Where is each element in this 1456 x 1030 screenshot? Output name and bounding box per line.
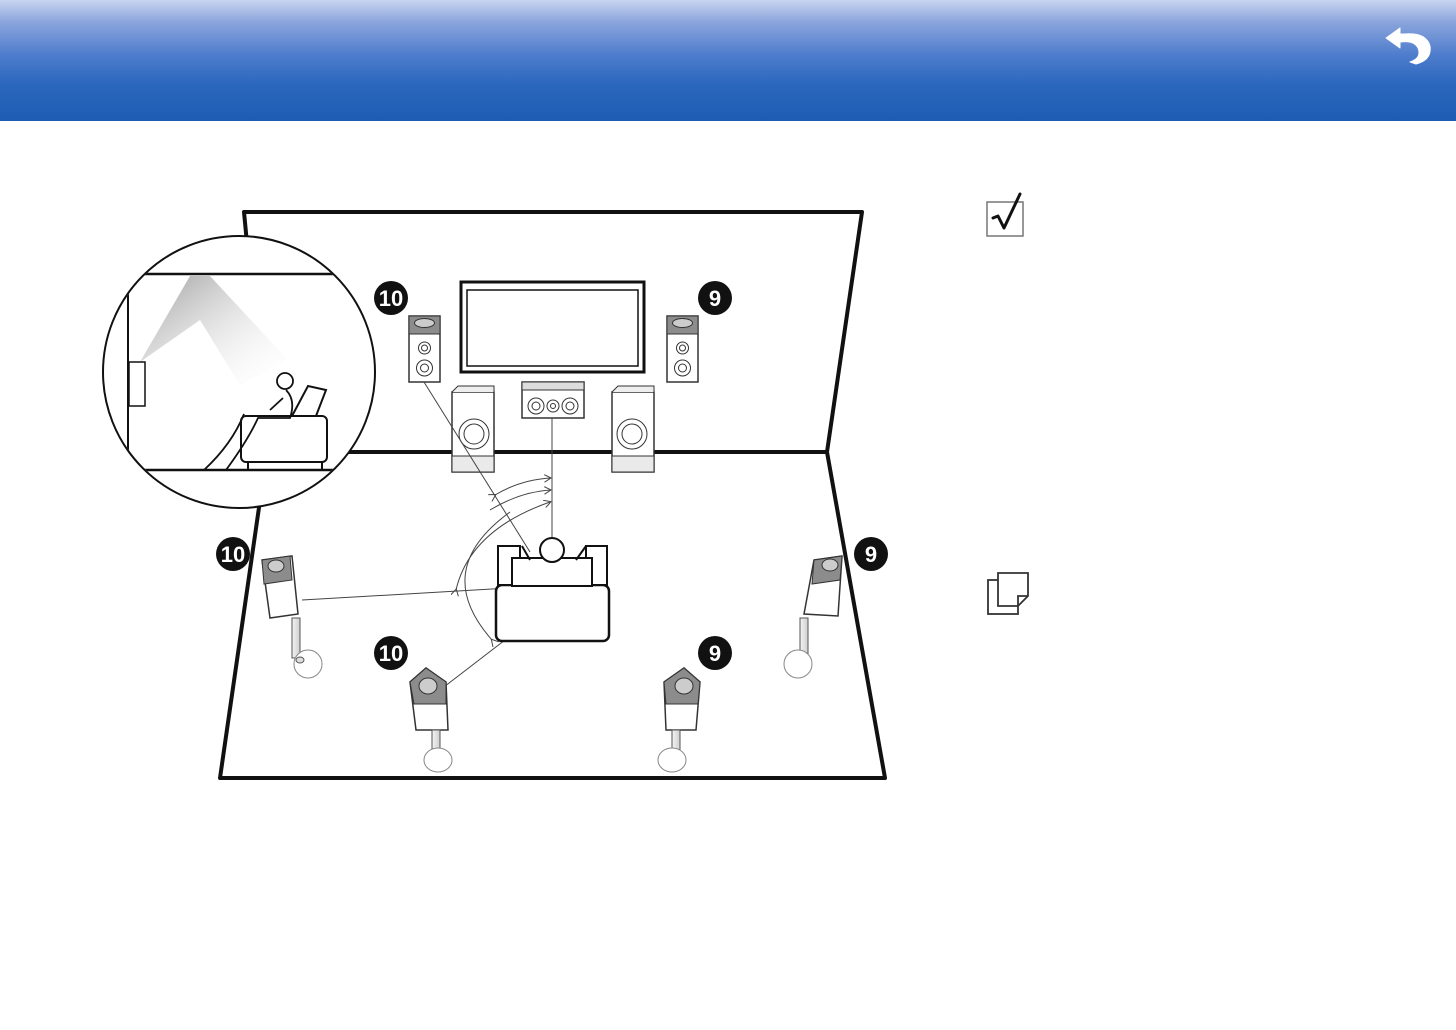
badge-surround-left: 10 bbox=[216, 537, 250, 571]
memo-note-icon bbox=[984, 570, 1034, 618]
badge-surround-right: 9 bbox=[854, 537, 888, 571]
svg-text:9: 9 bbox=[709, 286, 721, 311]
svg-text:9: 9 bbox=[865, 542, 877, 567]
front-high-left-speaker bbox=[409, 316, 440, 382]
header-bar bbox=[0, 0, 1456, 121]
television bbox=[461, 282, 644, 372]
speaker-layout-diagram: 10 9 10 9 10 9 bbox=[0, 121, 940, 901]
front-left-speaker bbox=[452, 386, 494, 472]
svg-text:10: 10 bbox=[221, 542, 245, 567]
back-arrow-icon[interactable] bbox=[1380, 18, 1440, 66]
badge-surround-back-right: 9 bbox=[698, 636, 732, 670]
checkbox-check-icon bbox=[984, 190, 1028, 240]
svg-text:10: 10 bbox=[379, 286, 403, 311]
badge-front-high-right: 9 bbox=[698, 281, 732, 315]
badge-front-high-left: 10 bbox=[374, 281, 408, 315]
front-high-right-speaker bbox=[667, 316, 698, 382]
front-right-speaker bbox=[612, 386, 654, 472]
svg-text:9: 9 bbox=[709, 641, 721, 666]
svg-text:10: 10 bbox=[379, 641, 403, 666]
badge-surround-back-left: 10 bbox=[374, 636, 408, 670]
listening-chair bbox=[496, 538, 609, 641]
center-speaker bbox=[522, 382, 584, 418]
